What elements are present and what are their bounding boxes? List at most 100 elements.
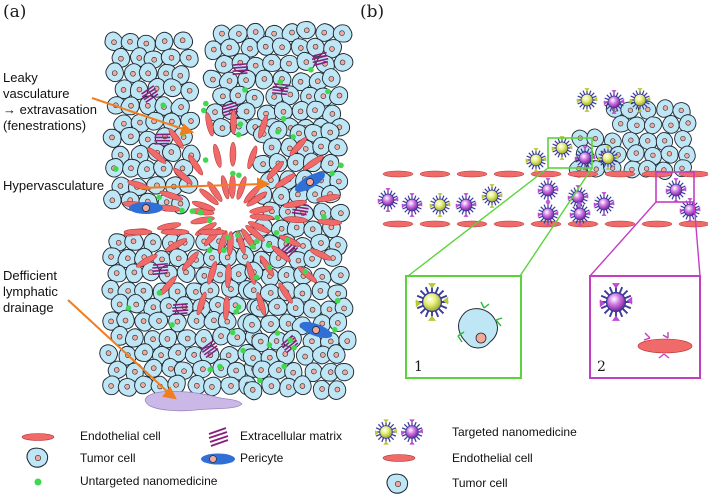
endothelial-cell [146,147,167,164]
tumor-cell [119,126,141,146]
endothelial-cell [604,170,636,178]
tumor-cell [173,31,194,50]
endothelial-cell [309,248,332,261]
callout-leaky-vasculature: Leaky vasculature → extravasation (fenes… [3,70,97,134]
untargeted-dot [229,329,236,336]
endothelial-cell [181,251,199,271]
untargeted-dot [225,234,231,241]
endothelial-cell [173,167,193,185]
endothelial-cell [229,174,236,199]
endothelial-cell [205,112,214,137]
untargeted-dot [200,107,207,114]
callout-leaky-line-1: Leaky [3,70,38,85]
endothelial-cell [258,115,269,139]
untargeted-dot [125,305,132,311]
endothelial-cell [249,213,275,221]
untargeted-dot [266,342,273,348]
endothelial-cell [207,261,218,285]
untargeted-dot [160,102,167,108]
endothelial-cell [316,194,341,202]
endothelial-cell [266,160,284,180]
untargeted-dot [338,162,344,169]
endothelial-cell [604,220,636,228]
untargeted-dot [331,326,338,333]
endothelial-cell [567,170,599,178]
legend-ecm-icon [208,427,229,447]
endothelial-cell [165,238,188,252]
endothelial-cell [229,141,237,167]
untargeted-dot [281,363,287,370]
untargeted-dot [236,172,242,178]
legend-ecm-label: Extracellular matrix [240,429,343,443]
tumor-cell [327,138,348,157]
inset-2-endothelial-cell [637,332,693,359]
legend-pericyte-label: Pericyte [240,451,284,465]
untargeted-dot [206,247,213,254]
endothelial-cell [419,220,451,228]
endothelial-cell [259,255,275,277]
untargeted-dot [273,229,280,236]
untargeted-dot [287,337,293,344]
endothelial-cell [283,216,309,224]
endothelial-cell [246,191,268,207]
panel-label-b: (b) [360,2,385,22]
untargeted-dot [169,322,175,328]
untargeted-dot [249,243,256,250]
untargeted-dot [235,304,242,310]
untargeted-dot [334,297,341,304]
untargeted-dot [237,121,244,127]
untargeted-dot [235,232,241,239]
untargeted-dot [280,115,287,122]
legend-untargeted-icon [34,478,42,486]
panel-a-illustration [21,19,358,486]
vessel-wall-row [123,228,227,236]
untargeted-dot [308,67,314,73]
targeted-nanoparticle-purple [377,187,399,213]
untargeted-dot [254,238,260,245]
endothelial-cell [317,218,342,226]
untargeted-dot [325,88,331,95]
endothelial-cell [249,205,274,214]
callout-leaky-line-2: vasculature [3,86,70,101]
inset-2-number: 2 [597,359,606,375]
inset-1-number: 1 [414,359,423,375]
endothelial-cell [187,154,204,176]
endothelial-cell [297,266,318,283]
targeted-nanoparticle-purple [665,177,687,203]
callout-lymph-line-2: lymphatic [3,284,58,299]
endothelial-cell [289,137,307,156]
endothelial-cell [493,170,525,178]
tumor-cell [101,375,121,396]
tumor-cell [334,362,355,382]
untargeted-dot [274,214,281,221]
endothelial-cell [382,220,414,228]
targeted-nanoparticle-green [481,183,503,209]
tumor-cell [201,375,223,398]
callout-lymphatic-drainage: Defficient lymphatic drainage [3,268,58,316]
untargeted-dot [253,274,260,281]
untargeted-dot [202,157,209,163]
callout-lymph-line-1: Defficient [3,268,57,283]
untargeted-nanomedicine-dots [113,67,344,384]
legend-targeted-label: Targeted nanomedicine [452,425,577,439]
targeted-nanoparticle-green [576,87,598,113]
callout-leaky-line-4: (fenestrations) [3,118,87,133]
endothelial-cell [456,170,488,178]
endothelial-cell [493,220,525,228]
untargeted-dot [321,213,327,220]
untargeted-dot [277,79,284,85]
endothelial-cell [191,200,216,211]
untargeted-dot [197,209,204,216]
targeted-nanoparticle-purple [401,192,423,218]
untargeted-dot [302,268,309,275]
untargeted-dot [156,290,163,296]
untargeted-dot [274,330,281,336]
zoom-box-2 [655,171,695,203]
tumor-cell [327,380,347,401]
targeted-nanoparticle-green [551,135,573,161]
endothelial-cell [159,190,183,201]
untargeted-dot [265,242,272,248]
endothelial-cell [213,143,222,168]
endothelial-cell [419,170,451,178]
callout-hypervasculature: Hypervasculature [3,178,105,193]
